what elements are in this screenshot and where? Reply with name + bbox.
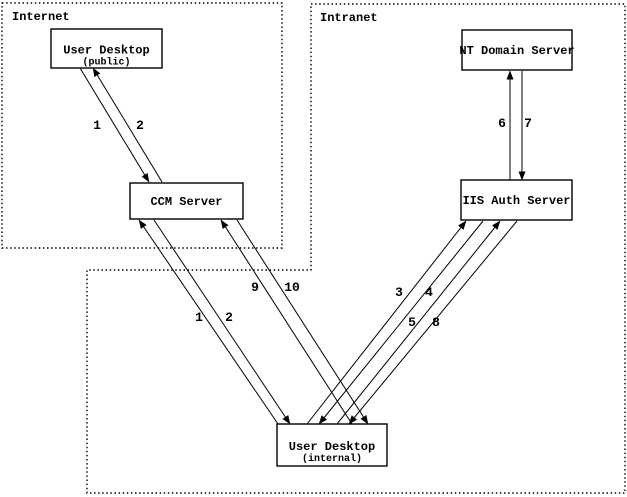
- edge-label-5: 5: [408, 315, 416, 330]
- nt-domain-server-box: [461, 29, 573, 71]
- edge-iis-auth-server-to-user-desktop-internal: [318, 220, 484, 425]
- user-desktop-public-sublabel: (public): [82, 57, 130, 69]
- edge-ccm-server-to-user-desktop-internal: [153, 219, 291, 425]
- edge-user-desktop-internal-to-ccm-server: [220, 219, 353, 425]
- edge-label-1: 1: [195, 310, 203, 325]
- nt-domain-server-label: NT Domain Server: [459, 44, 574, 58]
- user-desktop-public-label: User Desktop: [63, 44, 149, 58]
- iis-auth-server-box: [460, 179, 573, 221]
- ccm-server: CCM Server: [129, 182, 244, 220]
- edge-label-8: 8: [432, 315, 440, 330]
- user-desktop-public-box: [50, 28, 163, 69]
- edge-iis-auth-server-to-user-desktop-internal: [348, 220, 518, 425]
- user-desktop-internal-sublabel: (internal): [302, 453, 362, 465]
- edge-ccm-server-to-user-desktop-public: [92, 67, 163, 183]
- edge-label-9: 9: [251, 280, 259, 295]
- edge-user-desktop-internal-to-iis-auth-server: [306, 220, 467, 425]
- edge-label-6: 6: [498, 116, 506, 131]
- user-desktop-internal-box: [276, 423, 388, 467]
- edge-label-4: 4: [425, 285, 433, 300]
- intranet-zone-border: [86, 3, 626, 494]
- edge-user-desktop-public-to-ccm-server: [79, 67, 150, 183]
- iis-auth-server-label: IIS Auth Server: [462, 194, 570, 208]
- edge-label-3: 3: [395, 285, 403, 300]
- edge-user-desktop-internal-to-ccm-server: [138, 219, 279, 425]
- edge-label-2: 2: [136, 118, 144, 133]
- edge-label-1: 1: [93, 118, 101, 133]
- internet-zone-label: Internet: [12, 10, 70, 24]
- edge-label-10: 10: [284, 280, 300, 295]
- user-desktop-internal-label: User Desktop: [289, 440, 375, 454]
- iis-auth-server: IIS Auth Server: [460, 179, 573, 221]
- nt-domain-server: NT Domain Server: [459, 29, 575, 71]
- internet-zone-border: [1, 2, 283, 249]
- intranet-zone-label: Intranet: [320, 11, 378, 25]
- edge-label-7: 7: [524, 116, 532, 131]
- user-desktop-public: User Desktop(public): [50, 28, 163, 69]
- edge-label-2: 2: [225, 310, 233, 325]
- ccm-server-label: CCM Server: [150, 195, 222, 209]
- edge-user-desktop-internal-to-iis-auth-server: [336, 220, 501, 425]
- user-desktop-internal: User Desktop(internal): [276, 423, 388, 467]
- ccm-server-box: [129, 182, 244, 220]
